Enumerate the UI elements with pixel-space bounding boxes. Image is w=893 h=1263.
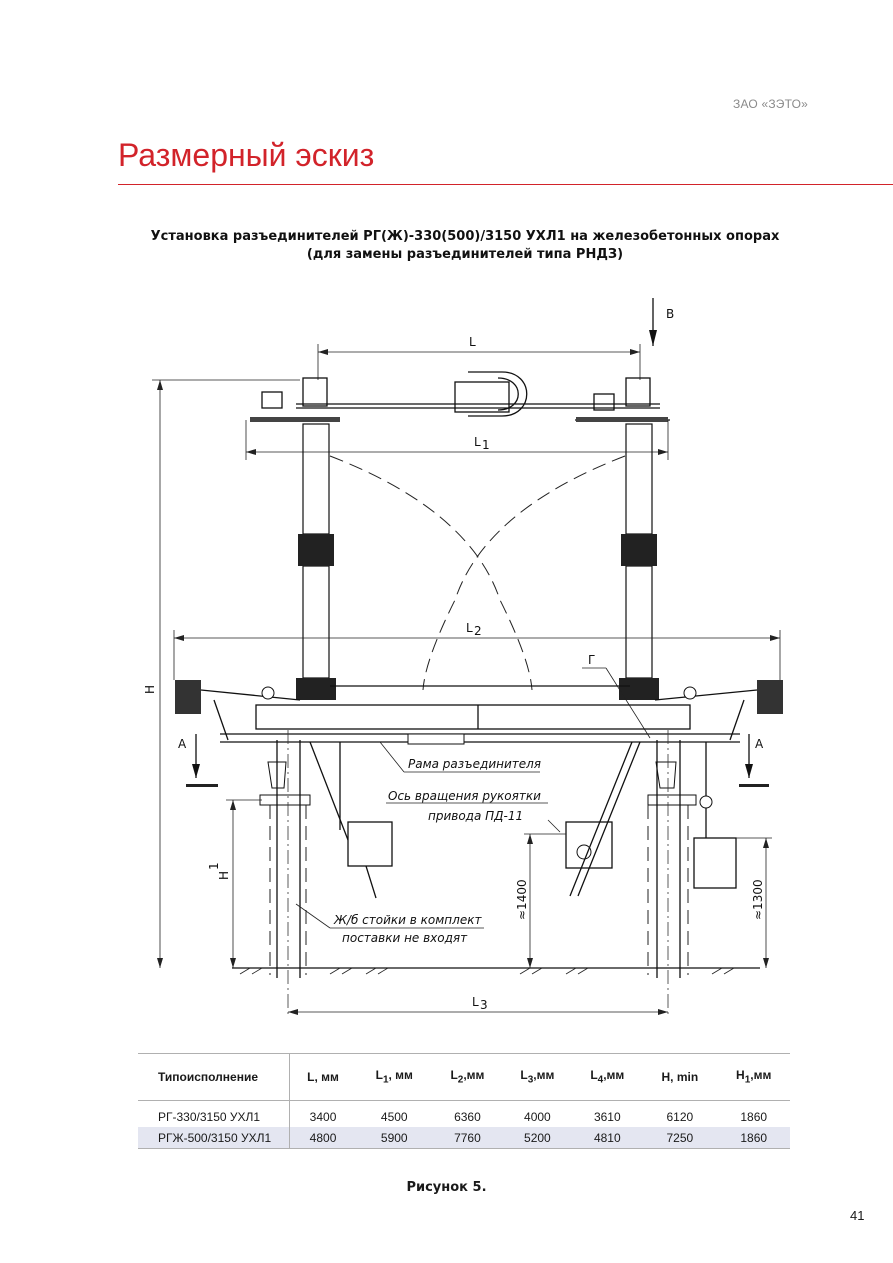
table-row: РГ-330/3150 УХЛ1 3400 4500 6360 4000 361… bbox=[138, 1100, 790, 1127]
dimension-l3: L 3 bbox=[288, 995, 668, 1015]
col-header-l4: L4,мм bbox=[572, 1053, 643, 1101]
dim-h1-sub: 1 bbox=[207, 862, 221, 870]
callout-frame-label: Рама разъединителя bbox=[408, 757, 541, 771]
callout-posts-label-1: Ж/б стойки в комплект bbox=[333, 913, 482, 927]
table-cell: 3400 bbox=[309, 1109, 337, 1124]
callout-axis-label-2: привода ПД-11 bbox=[428, 809, 523, 823]
dim-l3-label: L bbox=[472, 995, 479, 1009]
table-cell: 4810 bbox=[572, 1127, 643, 1149]
col-header-h-min: H, min bbox=[642, 1053, 718, 1101]
title-underline bbox=[118, 184, 893, 185]
col-header-l: L, мм bbox=[289, 1053, 357, 1101]
col-header-h1: H1,мм bbox=[717, 1053, 790, 1101]
col-header-l2: L2,мм bbox=[432, 1053, 503, 1101]
callout-axis: Ось вращения рукоятки привода ПД-11 bbox=[386, 789, 561, 833]
callout-posts: Ж/б стойки в комплект поставки не входят bbox=[295, 903, 484, 945]
table-cell: 5200 bbox=[502, 1127, 573, 1149]
dimension-l1: L 1 bbox=[245, 420, 669, 460]
drive-left bbox=[309, 741, 393, 899]
dim-1300-label: ≈1300 bbox=[751, 879, 765, 920]
col-header-l3: L3,мм bbox=[502, 1053, 573, 1101]
callout-posts-label-2: поставки не входят bbox=[342, 931, 468, 945]
company-name: ЗАО «ЗЭТО» bbox=[733, 97, 809, 111]
table-cell: 4500 bbox=[380, 1109, 408, 1124]
dimension-1300: ≈1300 bbox=[736, 837, 772, 968]
table-cell: 7250 bbox=[642, 1127, 718, 1149]
dim-1400-label: ≈1400 bbox=[515, 879, 529, 920]
subtitle-line-2: (для замены разъединителей типа РНДЗ) bbox=[306, 247, 624, 262]
dimension-h: H bbox=[143, 379, 300, 968]
swing-trajectory bbox=[329, 455, 626, 691]
table-header-row: Типоисполнение L, мм L1, мм L2,мм L3,мм … bbox=[138, 1053, 790, 1101]
view-b-marker: В bbox=[649, 298, 674, 346]
figure-subtitle: Установка разъединителей РГ(Ж)-330(500)/… bbox=[100, 228, 830, 264]
subtitle-line-1: Установка разъединителей РГ(Ж)-330(500)/… bbox=[150, 229, 780, 244]
callout-frame: Рама разъединителя bbox=[379, 741, 541, 773]
ground-line bbox=[232, 967, 760, 975]
drive-center bbox=[565, 741, 641, 897]
top-contact-assembly bbox=[250, 371, 670, 422]
table-cell: РГЖ-500/3150 УХЛ1 bbox=[138, 1127, 290, 1149]
dim-l1-sub: 1 bbox=[482, 438, 490, 452]
dim-l-label: L bbox=[469, 335, 476, 349]
dimension-1400: ≈1400 bbox=[515, 833, 566, 968]
insulator-right bbox=[619, 423, 659, 700]
col-header-l1: L1, мм bbox=[356, 1053, 433, 1101]
dim-l2-label: L bbox=[466, 621, 473, 635]
dim-l1-label: L bbox=[474, 435, 481, 449]
section-a-right-label: А bbox=[755, 737, 764, 751]
section-a-left: А bbox=[178, 734, 218, 787]
insulator-left bbox=[296, 423, 336, 700]
table-cell: 1860 bbox=[717, 1127, 790, 1149]
table-cell: 1860 bbox=[740, 1109, 768, 1124]
table-cell: 4800 bbox=[289, 1127, 357, 1149]
table-cell: 4000 bbox=[524, 1109, 551, 1124]
support-left bbox=[259, 730, 311, 1018]
table-cell: 3610 bbox=[593, 1109, 621, 1124]
page-number: 41 bbox=[850, 1208, 865, 1223]
table-cell: РГ-330/3150 УХЛ1 bbox=[138, 1100, 290, 1127]
detail-g-label: Г bbox=[588, 653, 595, 667]
section-a-left-label: А bbox=[178, 737, 187, 751]
disconnector-frame bbox=[175, 680, 783, 745]
dim-h1-label: H bbox=[217, 871, 231, 880]
spec-table: Типоисполнение L, мм L1, мм L2,мм L3,мм … bbox=[138, 1053, 790, 1149]
dim-l2-sub: 2 bbox=[474, 624, 482, 638]
table-cell: 6120 bbox=[666, 1109, 694, 1124]
dim-h-label: H bbox=[143, 685, 157, 694]
detail-g-marker: Г bbox=[582, 653, 651, 739]
dimension-l: L bbox=[317, 335, 641, 380]
figure-caption: Рисунок 5. bbox=[406, 1180, 487, 1195]
callout-axis-label-1: Ось вращения рукоятки bbox=[388, 789, 541, 803]
section-a-right: А bbox=[739, 734, 769, 787]
table-row: РГЖ-500/3150 УХЛ1 4800 5900 7760 5200 48… bbox=[138, 1127, 790, 1149]
drive-right bbox=[693, 742, 737, 889]
dim-l3-sub: 3 bbox=[480, 998, 488, 1012]
table-cell: 7760 bbox=[432, 1127, 503, 1149]
dimension-l2: L 2 bbox=[173, 621, 781, 680]
dimension-h1: H 1 bbox=[207, 799, 262, 968]
table-cell: 6360 bbox=[454, 1109, 481, 1124]
col-header-type: Типоисполнение bbox=[138, 1053, 290, 1101]
view-b-label: В bbox=[666, 307, 674, 321]
dimension-drawing: В L L 1 bbox=[143, 298, 783, 1018]
page-title: Размерный эскиз bbox=[118, 137, 375, 173]
support-right bbox=[647, 730, 697, 1018]
table-cell: 5900 bbox=[356, 1127, 433, 1149]
